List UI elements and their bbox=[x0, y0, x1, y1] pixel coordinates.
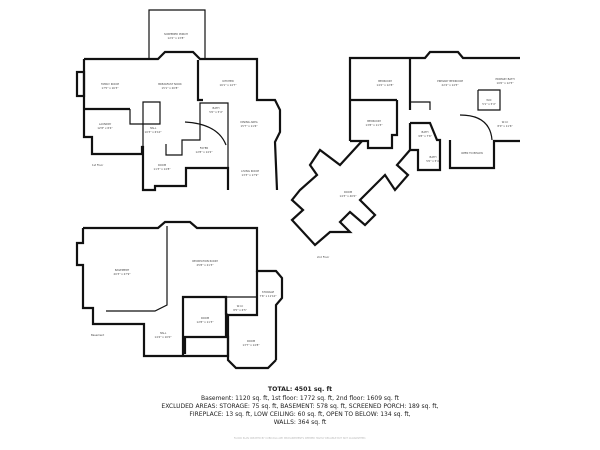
room-dimensions: 8'0" x 11'6" bbox=[497, 124, 512, 128]
room-label: ROOM bbox=[201, 316, 209, 320]
room-dimensions: 13'8" x 11'3" bbox=[366, 123, 383, 127]
room-label: BEDROOM bbox=[367, 119, 381, 123]
room-dimensions: 11'3" x 14'8" bbox=[154, 167, 171, 171]
total-area: TOTAL: 4501 sq. ft bbox=[267, 386, 333, 393]
room-label: BATH bbox=[430, 155, 437, 159]
room-label: SCREENED PORCH bbox=[164, 32, 188, 36]
curved-staircase bbox=[184, 121, 227, 146]
basement-outer-wall bbox=[83, 220, 284, 360]
room-dimensions: 13'7" x 14'8" bbox=[243, 343, 260, 347]
room-label: STORAGE bbox=[262, 290, 275, 294]
room-dimensions: 14'4" x 10'0" bbox=[155, 335, 172, 339]
floor-areas: Basement: 1120 sq. ft, 1st floor: 1772 s… bbox=[200, 395, 400, 402]
room-dimensions: 5'1" x 5'4" bbox=[482, 102, 496, 106]
room-dimensions: 7'6" x 11'10" bbox=[260, 294, 277, 298]
credit-note: FLOOR PLAN CREATED BY CUBICASA APP. MEAS… bbox=[233, 437, 367, 440]
room-label: HALL bbox=[150, 126, 157, 130]
room-dimensions: 12'2" x 13'8" bbox=[168, 36, 185, 40]
room-dimensions: 25'8" x 21'3" bbox=[197, 263, 214, 267]
room-dimensions: 8'5" x 6'5" bbox=[233, 308, 247, 312]
room-dimensions: 10'3" x 6'10" bbox=[145, 130, 162, 134]
room-dimensions: 13'3" x 17'9" bbox=[242, 173, 259, 177]
room-label: RECREATION ROOM bbox=[192, 259, 218, 263]
room-label: BATH bbox=[213, 106, 220, 110]
room-label: BEDROOM bbox=[378, 79, 392, 83]
room-label: LAUNDRY bbox=[99, 122, 112, 126]
excluded-areas-cont: FIREPLACE: 13 sq. ft, LOW CEILING: 60 sq… bbox=[189, 411, 411, 418]
room-label: OPEN TO BELOW bbox=[461, 151, 483, 155]
room-label: BREAKFAST NOOK bbox=[158, 82, 182, 86]
room-label: BATH bbox=[422, 130, 429, 134]
open-to-below-wall bbox=[448, 139, 520, 170]
second-floor-label: 2nd Floor bbox=[317, 255, 330, 259]
excluded-areas: EXCLUDED AREAS: STORAGE: 75 sq. ft, BASE… bbox=[161, 403, 439, 410]
room-dimensions: 14'2" x 12'8" bbox=[377, 83, 394, 87]
room-label: ROOM bbox=[344, 190, 352, 194]
room-dimensions: 5'0" x 5'4" bbox=[426, 159, 440, 163]
second-floor-outer-wall bbox=[348, 50, 520, 141]
first-floor-outer-wall bbox=[84, 50, 282, 191]
room-label: ROOM bbox=[247, 339, 255, 343]
room-label: PRIMARY BATH bbox=[495, 77, 514, 81]
upper-staircase bbox=[459, 114, 493, 141]
room-label: FOYER bbox=[200, 146, 209, 150]
room-dimensions: 22'4" x 14'5" bbox=[442, 83, 459, 87]
room-dimensions: 20'3" x 27'9" bbox=[114, 272, 131, 276]
room-dimensions: 12'8" x 11'3" bbox=[197, 320, 214, 324]
room-dimensions: 15'1" x 20'8" bbox=[162, 86, 179, 90]
room-dimensions: 12'8" x 8'4" bbox=[97, 126, 112, 130]
room-dimensions: 16'1" x 14'7" bbox=[220, 83, 237, 87]
room-label: KITCHEN bbox=[222, 79, 233, 83]
room-label: W.I.C bbox=[502, 120, 509, 124]
basement-label: Basement bbox=[91, 333, 104, 337]
room-label: BASEMENT bbox=[115, 268, 130, 272]
room-label: WIC bbox=[486, 98, 491, 102]
room-dimensions: 15'7" x 11'6" bbox=[241, 124, 258, 128]
bonus-room-wing bbox=[290, 140, 411, 247]
room-label: HALL bbox=[160, 331, 167, 335]
room-label: PRIMARY BEDROOM bbox=[437, 79, 463, 83]
walls-area: WALLS: 364 sq. ft bbox=[273, 419, 327, 426]
first-floor-label: 1st Floor bbox=[92, 163, 104, 167]
first-floor-lower-wall bbox=[82, 59, 230, 192]
room-dimensions: 12'8" x 14'2" bbox=[196, 150, 213, 154]
room-label: LIVING ROOM bbox=[241, 169, 259, 173]
room-label: W.I.C bbox=[237, 304, 244, 308]
room-dimensions: 17'5" x 16'3" bbox=[102, 86, 119, 90]
room-label: DINING AREA bbox=[240, 120, 257, 124]
room-dimensions: 14'3" x 40'0" bbox=[340, 194, 357, 198]
room-dimensions: 10'6" x 12'5" bbox=[497, 81, 514, 85]
room-dimensions: 9'8" x 7'6" bbox=[418, 134, 432, 138]
fireplace bbox=[75, 70, 86, 98]
room-dimensions: 5'0" x 5'4" bbox=[209, 110, 223, 114]
room-label: ROOM bbox=[158, 163, 166, 167]
screened-porch-walls bbox=[148, 9, 206, 59]
room-label: FAMILY ROOM bbox=[101, 82, 119, 86]
